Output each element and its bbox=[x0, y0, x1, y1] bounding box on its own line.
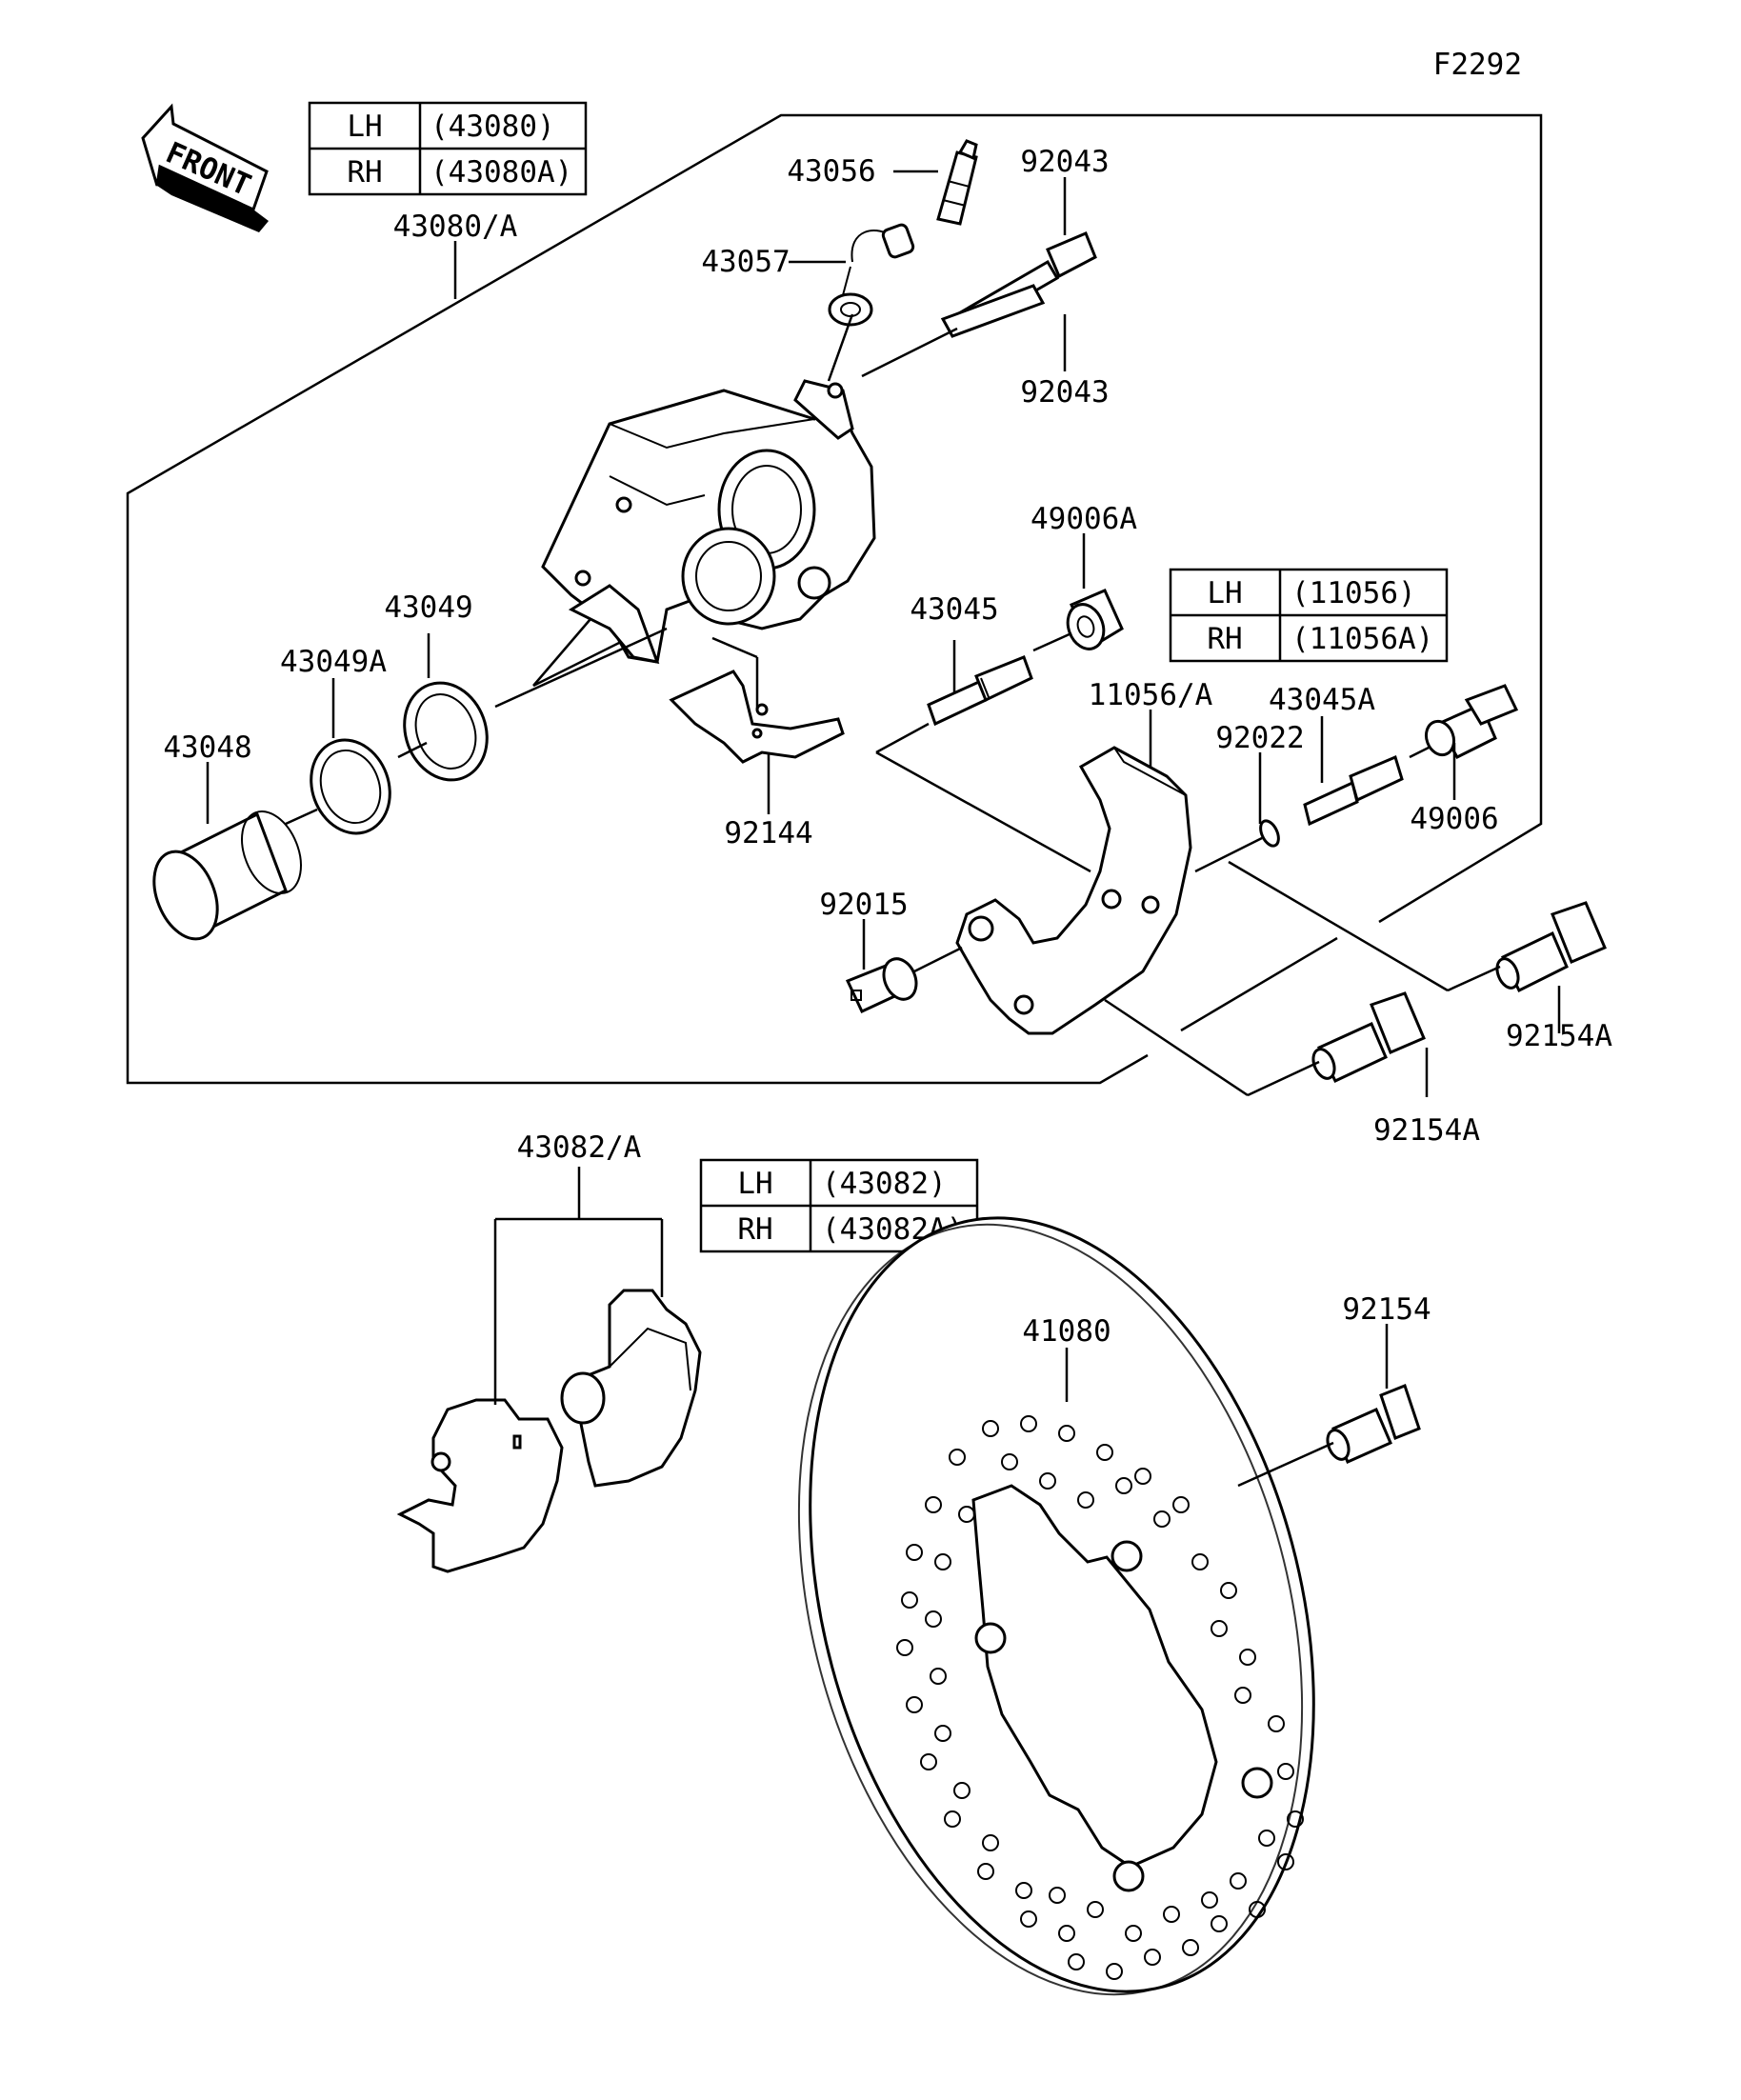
label-mount-bolt-a: 92154A bbox=[1506, 1019, 1612, 1053]
disc-bolt bbox=[1326, 1384, 1421, 1464]
part-labels: 43080/A 43056 43057 92043 92043 43049 43… bbox=[163, 145, 1612, 1349]
caliper-side-table: LH (43080) RH (43080A) bbox=[308, 101, 588, 196]
seal-small bbox=[310, 738, 391, 835]
bracket-bolt bbox=[845, 957, 918, 1013]
bleeder-cap bbox=[828, 223, 915, 327]
table-cell-part: (43080) bbox=[430, 110, 555, 144]
label-circlip: 92022 bbox=[1215, 721, 1304, 755]
table-cell-part: (43080A) bbox=[430, 155, 572, 190]
label-mount-bolt-b: 92154A bbox=[1373, 1113, 1480, 1148]
bracket-side-table: LH (11056) RH (11056A) bbox=[1169, 568, 1449, 663]
table-cell-side: LH bbox=[737, 1167, 772, 1201]
label-bracket-bolt: 92015 bbox=[819, 888, 908, 922]
assembly-outline bbox=[126, 113, 1543, 1085]
brake-pad-left bbox=[396, 1398, 564, 1573]
label-seal-small: 43049A bbox=[280, 645, 387, 679]
label-pin-lower: 92043 bbox=[1020, 375, 1109, 410]
label-piston: 43048 bbox=[163, 730, 251, 765]
circlip bbox=[1259, 819, 1280, 848]
caliper-pin-lower bbox=[940, 284, 1046, 338]
label-pin-upper: 92043 bbox=[1020, 145, 1109, 179]
table-cell-side: RH bbox=[737, 1212, 772, 1247]
brake-disc bbox=[797, 1216, 1315, 1996]
label-slide-pin-b: 43045A bbox=[1269, 683, 1375, 717]
label-bleeder-valve: 43056 bbox=[787, 154, 875, 189]
table-cell-side: RH bbox=[347, 155, 382, 190]
front-arrow-icon: FRONT bbox=[141, 103, 269, 232]
label-boot-b: 49006 bbox=[1410, 802, 1498, 836]
table-cell-side: LH bbox=[1207, 576, 1242, 610]
pad-spring bbox=[669, 670, 845, 764]
table-cell-part: (11056) bbox=[1291, 576, 1416, 610]
brake-pad-right bbox=[560, 1289, 702, 1488]
table-cell-side: LH bbox=[347, 110, 382, 144]
seal-large bbox=[403, 681, 489, 782]
slide-pin bbox=[927, 655, 1033, 727]
label-boot: 49006A bbox=[1031, 502, 1137, 536]
boot bbox=[1066, 589, 1124, 650]
caliper-body bbox=[541, 379, 876, 664]
mount-bolt-b bbox=[1311, 991, 1426, 1083]
piston bbox=[152, 810, 302, 941]
label-disc: 41080 bbox=[1022, 1314, 1111, 1349]
label-caliper-assy: 43080/A bbox=[393, 210, 518, 244]
mount-bolt-a bbox=[1495, 901, 1607, 993]
bleeder-valve bbox=[936, 139, 978, 226]
table-cell-side: RH bbox=[1207, 622, 1242, 656]
disc-holes bbox=[896, 1415, 1304, 1980]
label-bracket: 11056/A bbox=[1089, 678, 1213, 712]
label-pads: 43082/A bbox=[517, 1130, 642, 1165]
table-cell-part: (11056A) bbox=[1291, 622, 1433, 656]
label-slide-pin: 43045 bbox=[910, 592, 998, 627]
figure-code: F2292 bbox=[1433, 48, 1522, 82]
boot-b bbox=[1424, 684, 1519, 759]
slide-pin-b bbox=[1303, 754, 1404, 827]
table-cell-part: (43082) bbox=[822, 1167, 947, 1201]
caliper-bracket bbox=[955, 746, 1192, 1035]
label-bleeder-cap: 43057 bbox=[701, 245, 790, 279]
label-seal-large: 43049 bbox=[384, 590, 472, 625]
pads-side-table: LH (43082) RH (43082A) bbox=[699, 1158, 979, 1253]
label-pad-spring: 92144 bbox=[724, 816, 812, 850]
leader-lines bbox=[206, 170, 1561, 1488]
label-disc-bolt: 92154 bbox=[1342, 1292, 1431, 1327]
